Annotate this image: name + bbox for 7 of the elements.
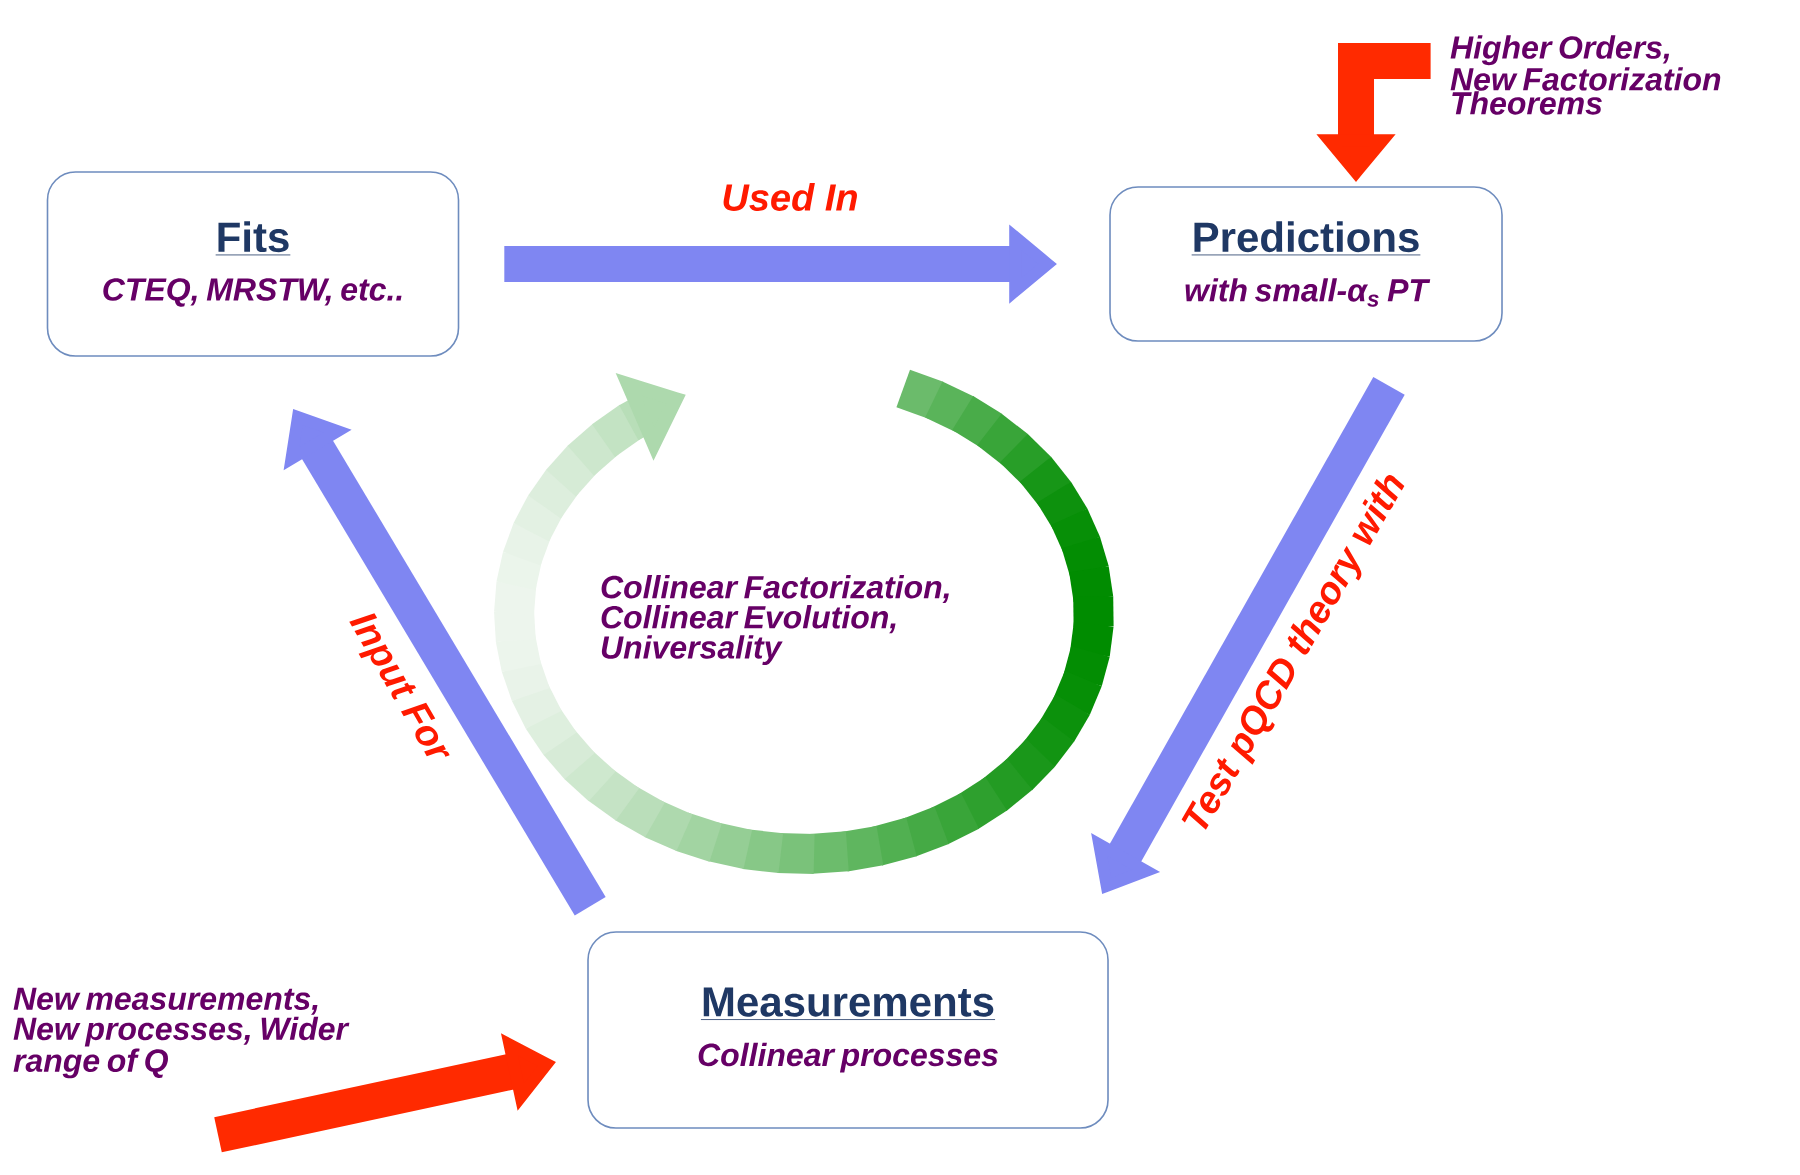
edge-label: Used In: [723, 183, 857, 211]
rounded-box: Measurements Collinear processes: [587, 931, 1109, 1129]
note-text: Higher Orders, New Factorization Theorems: [1450, 35, 1721, 115]
rounded-box: Predictions with small-α$_{s}$ PT: [1109, 186, 1503, 342]
note-text: New measurements, New processes, Wider range of Q: [13, 987, 350, 1079]
rounded-box: Fits CTEQ, MRSTW, etc..: [46, 171, 460, 357]
center-text: Collinear Factorization, Collinear Evolution, Universality: [601, 574, 949, 666]
